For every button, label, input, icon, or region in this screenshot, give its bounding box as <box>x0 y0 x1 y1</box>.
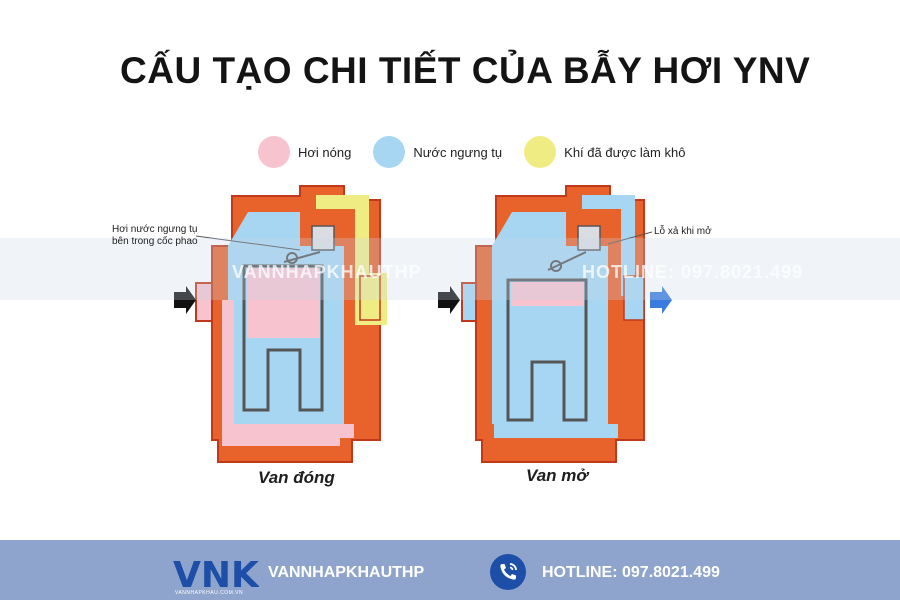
callout-line-open <box>607 231 653 245</box>
steam-pipe <box>222 300 340 446</box>
caption-closed: Van đóng <box>258 468 335 487</box>
page-title: CẤU TẠO CHI TIẾT CỦA BẪY HƠI YNV <box>120 50 811 91</box>
steam-trap-diagram <box>174 185 672 463</box>
brand-sub: VANNHAPKHAU.COM.VN <box>175 590 244 596</box>
upper-chamber-open <box>492 212 566 246</box>
phone-icon <box>490 554 526 590</box>
inlet-arrow-open <box>438 286 460 314</box>
inlet-arrow <box>174 286 196 314</box>
legend-swatch-air <box>524 136 557 168</box>
lever-pivot <box>286 252 298 264</box>
legend-swatch-steam <box>258 136 290 168</box>
bucket <box>242 264 324 412</box>
callout-line-closed <box>195 235 301 251</box>
footer-hotline[interactable]: HOTLINE: 097.8021.499 <box>542 564 720 581</box>
air-outlet <box>359 275 381 321</box>
outlet-open <box>623 275 645 321</box>
legend-item-steam: Hơi nóng <box>258 136 351 168</box>
upper-chamber <box>228 212 300 246</box>
callout-closed: Hơi nước ngưng tụ bên trong cốc phao <box>112 224 198 247</box>
valve-seat-open <box>577 225 601 251</box>
bucket-steam <box>247 268 320 338</box>
legend-item-water: Nước ngưng tụ <box>373 136 502 168</box>
bucket-open <box>506 278 588 422</box>
watermark-hotline: HOTLINE: 097.8021.499 <box>582 262 804 282</box>
lever-open <box>547 251 587 271</box>
lever-pivot-open <box>550 260 562 272</box>
footer-bar <box>0 540 900 600</box>
legend-label-water: Nước ngưng tụ <box>413 144 503 160</box>
open-trap <box>438 185 672 463</box>
valve-seat <box>311 225 335 251</box>
closed-trap <box>174 185 387 463</box>
callout-open: Lỗ xả khi mở <box>654 226 712 237</box>
legend-item-air: Khí đã được làm khô <box>524 136 685 168</box>
watermark-brand: VANNHAPKHAUTHP <box>232 262 422 282</box>
bottom-passage <box>230 424 354 438</box>
inner-chamber-open <box>492 246 608 424</box>
caption-open: Van mở <box>526 466 588 485</box>
legend: Hơi nóng Nước ngưng tụ Khí đã được làm k… <box>258 136 707 168</box>
discharge-passage <box>582 195 635 296</box>
legend-label-steam: Hơi nóng <box>298 144 352 160</box>
legend-swatch-water <box>373 136 406 168</box>
brand-logo: VNK <box>173 555 259 593</box>
watermark-band <box>0 238 900 300</box>
footer-brand-name[interactable]: VANNHAPKHAUTHP <box>268 564 425 581</box>
bottom-passage-open <box>494 424 618 438</box>
legend-label-air: Khí đã được làm khô <box>564 144 686 160</box>
bucket-steam-open <box>511 282 584 306</box>
svg-text:VNK: VNK <box>173 555 259 593</box>
lever <box>283 251 321 263</box>
outlet-arrow <box>650 286 672 314</box>
